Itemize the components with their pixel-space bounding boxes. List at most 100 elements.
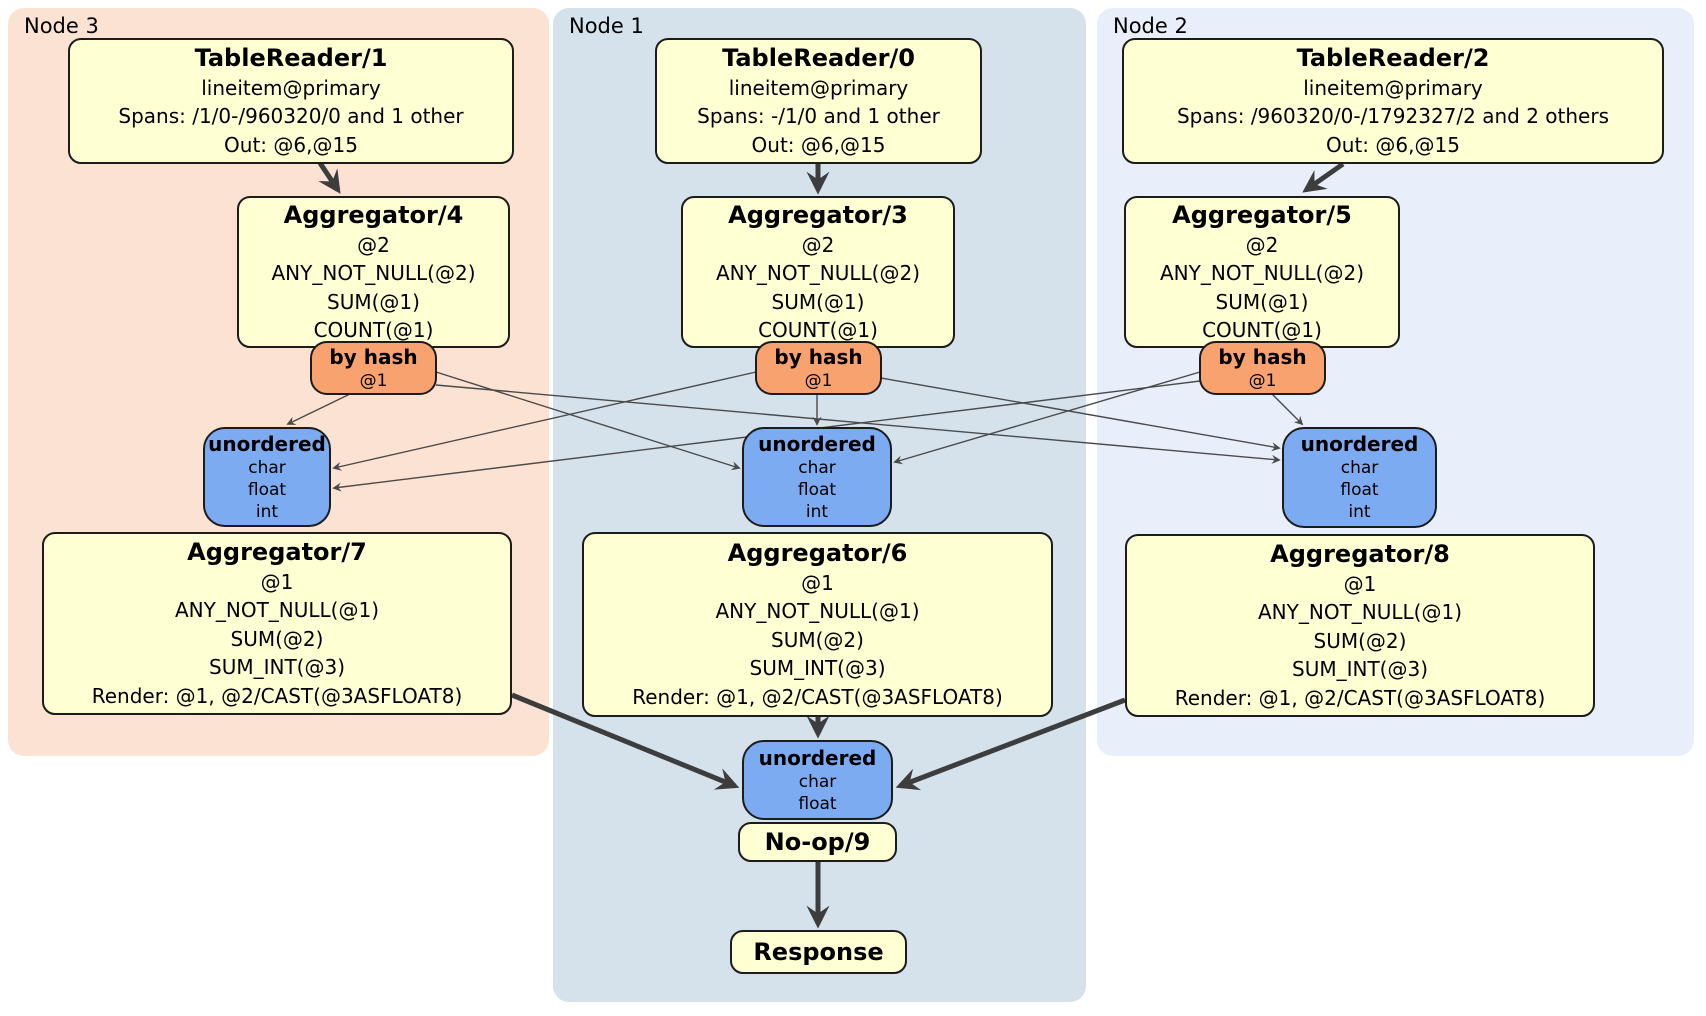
box-title: Aggregator/7 — [187, 537, 367, 566]
box-detail-line: Out: @6,@15 — [1326, 132, 1460, 157]
box-detail-line: @2 — [801, 232, 835, 257]
edge-agg8-to-sync9 — [895, 697, 1126, 791]
box-title: Aggregator/4 — [283, 200, 464, 229]
box-detail-line: Out: @6,@15 — [751, 132, 886, 157]
box-detail-line: SUM(@2) — [230, 626, 324, 651]
box-title: unordered — [758, 431, 876, 456]
box-detail-line: SUM(@2) — [1313, 628, 1407, 653]
box-detail-line: Render: @1, @2/CAST(@3ASFLOAT8) — [1174, 685, 1546, 710]
box-title: TableReader/0 — [722, 43, 915, 72]
box-detail-line: float — [247, 479, 287, 500]
box-detail-line: Render: @1, @2/CAST(@3ASFLOAT8) — [91, 683, 463, 708]
edge-r5-to-s6 — [893, 371, 1201, 465]
box-detail-line: int — [805, 501, 829, 522]
box-title: Aggregator/5 — [1172, 200, 1352, 229]
box-detail-line: ANY_NOT_NULL(@1) — [175, 598, 379, 623]
box-title: by hash — [329, 344, 418, 369]
box-detail-line: SUM(@2) — [771, 627, 864, 652]
box-detail-line: @1 — [359, 370, 388, 391]
node-label-2: Node 2 — [1113, 14, 1188, 38]
box-detail-line: float — [797, 479, 837, 500]
box-detail-line: char — [798, 457, 836, 478]
router-by-hash: by hash@1 — [755, 341, 882, 395]
box-title: No-op/9 — [764, 827, 871, 856]
box-detail-line: ANY_NOT_NULL(@2) — [1160, 261, 1364, 285]
box-detail-line: float — [798, 793, 837, 814]
box-detail-line: SUM(@1) — [1215, 289, 1309, 314]
box-detail-line: ANY_NOT_NULL(@2) — [716, 261, 920, 285]
box-detail-line: Out: @6,@15 — [224, 132, 358, 157]
box-detail-line: @2 — [357, 232, 390, 257]
box-title: Aggregator/3 — [728, 200, 908, 229]
edge-r5-to-s8 — [1271, 393, 1304, 426]
box-detail-line: Spans: /960320/0-/1792327/2 and 2 others — [1176, 104, 1609, 129]
box-detail-line: lineitem@primary — [201, 75, 381, 100]
box-title: Aggregator/6 — [727, 538, 908, 567]
box-detail-line: Spans: -/1/0 and 1 other — [697, 104, 940, 129]
box-title: unordered — [758, 745, 877, 770]
box-detail-line: COUNT(@1) — [313, 318, 434, 342]
box-detail-line: SUM_INT(@3) — [749, 656, 886, 681]
edge-r4-to-s8 — [435, 384, 1281, 464]
box-title: unordered — [208, 431, 326, 456]
edge-agg7-to-sync9 — [511, 692, 740, 790]
edge-r3-to-s7 — [332, 371, 757, 471]
box-detail-line: SUM_INT(@3) — [1292, 657, 1428, 682]
box-title: Aggregator/8 — [1270, 539, 1450, 568]
box-detail-line: ANY_NOT_NULL(@1) — [715, 599, 920, 624]
box-title: by hash — [774, 344, 863, 369]
router-by-hash: by hash@1 — [1199, 341, 1326, 395]
box-detail-line: @1 — [1343, 571, 1377, 596]
box-detail-line: ANY_NOT_NULL(@1) — [1258, 600, 1462, 625]
box-title: by hash — [1218, 344, 1307, 369]
edge-r4-to-s6 — [435, 371, 741, 471]
box-detail-line: @1 — [801, 570, 834, 595]
box-detail-line: COUNT(@1) — [758, 318, 878, 342]
box-detail-line: char — [1340, 458, 1379, 478]
box-detail-line: COUNT(@1) — [1202, 318, 1322, 342]
router-by-hash: by hash@1 — [310, 341, 437, 395]
box-detail-line: float — [1340, 480, 1379, 500]
box-detail-line: @1 — [1248, 370, 1277, 391]
box-title: TableReader/2 — [1296, 43, 1490, 72]
edge-r3-to-s8 — [880, 377, 1281, 452]
box-detail-line: SUM_INT(@3) — [209, 655, 345, 680]
box-detail-line: SUM(@1) — [327, 289, 420, 314]
node-label-1: Node 1 — [569, 14, 644, 38]
box-detail-line: char — [798, 771, 837, 792]
edge-tr2-to-agg5 — [1302, 161, 1345, 193]
box-detail-line: int — [1348, 502, 1371, 522]
box-detail-line: lineitem@primary — [1303, 75, 1483, 100]
node-label-3: Node 3 — [24, 14, 99, 38]
box-detail-line: @2 — [1245, 232, 1279, 257]
box-title: TableReader/1 — [194, 43, 388, 72]
box-detail-line: Render: @1, @2/CAST(@3ASFLOAT8) — [632, 684, 1003, 709]
box-title: Response — [753, 937, 884, 966]
box-detail-line: lineitem@primary — [728, 75, 909, 100]
processor-no-op-9: No-op/9 — [738, 822, 897, 862]
box-detail-line: int — [255, 501, 279, 522]
box-detail-line: char — [248, 457, 286, 478]
box-detail-line: @1 — [260, 569, 294, 594]
edge-r4-to-s7 — [286, 393, 351, 425]
edge-tr1-to-agg4 — [317, 161, 341, 194]
processor-response: Response — [730, 930, 907, 974]
box-detail-line: ANY_NOT_NULL(@2) — [271, 261, 476, 285]
box-title: unordered — [1300, 432, 1419, 456]
box-detail-line: @1 — [804, 370, 833, 391]
